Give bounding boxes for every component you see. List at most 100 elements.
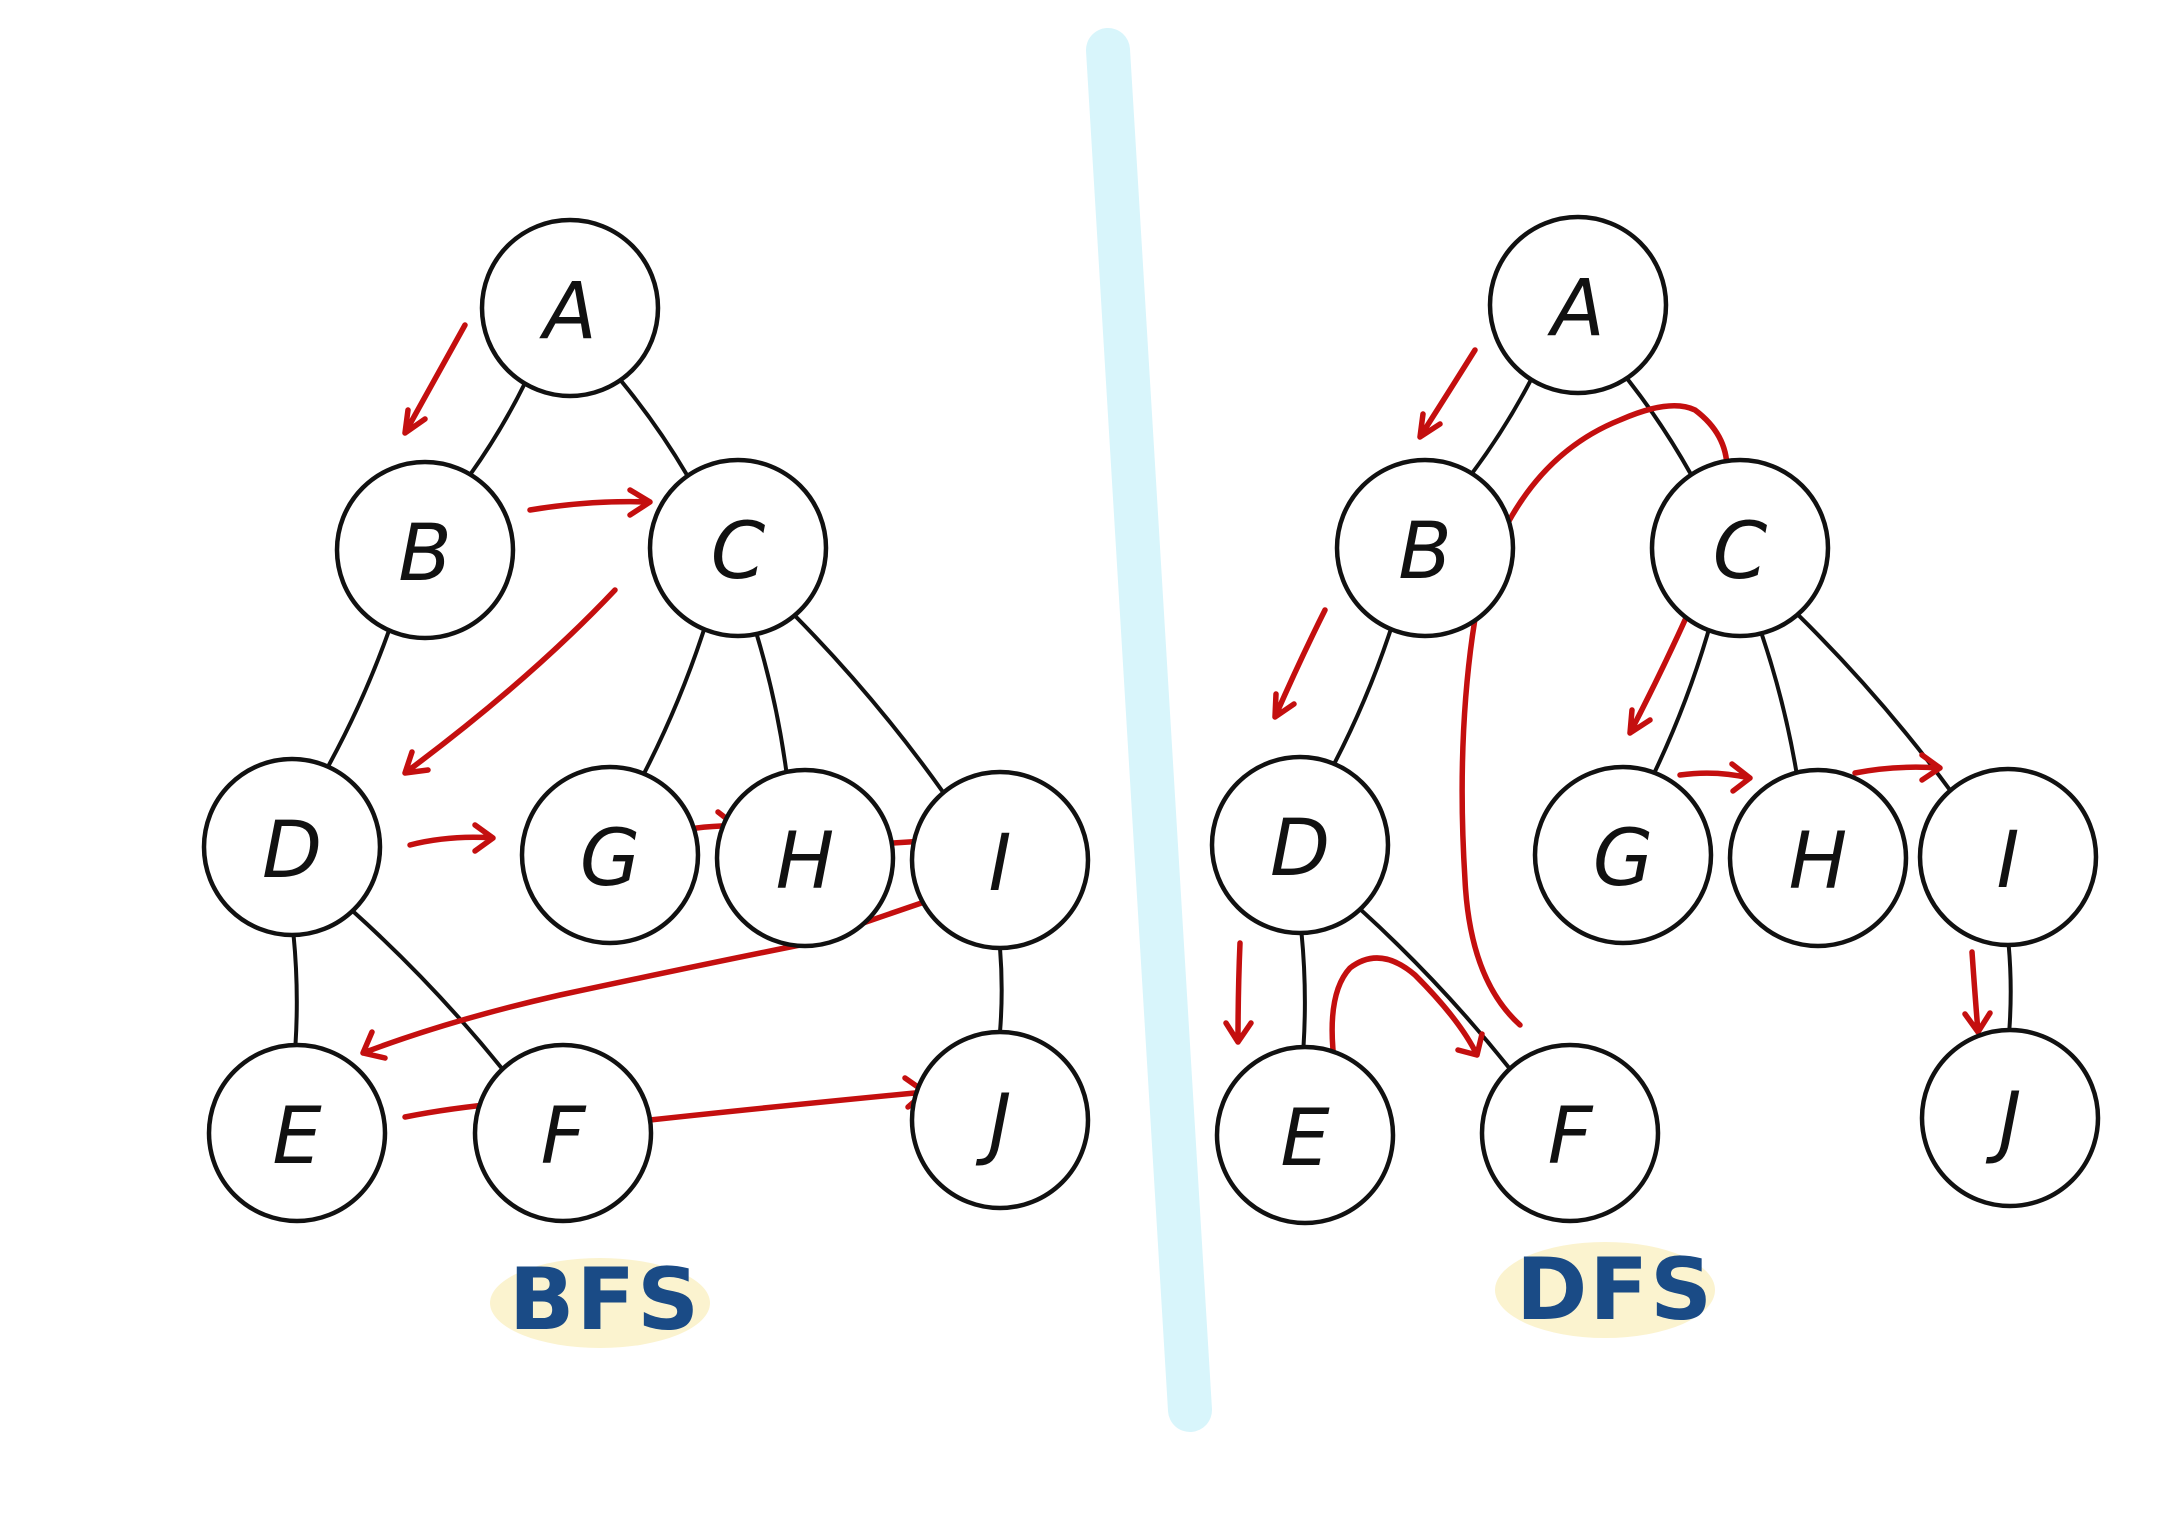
bfs-node-h-circle: [714, 767, 896, 949]
bfs-node-f-circle: [472, 1042, 654, 1224]
dfs-caption: DFS: [1516, 1240, 1714, 1340]
dfs-traversal-arrows: [1223, 347, 1993, 1071]
dfs-nodes: A B C D G H I E F J: [1209, 214, 2101, 1226]
bfs-edge-d-e: [291, 932, 299, 1048]
dfs-arrow-h-i: [1852, 752, 1943, 783]
bfs-node-d-label: D: [262, 806, 322, 896]
bfs-node-h: H: [714, 767, 896, 949]
bfs-edge-c-g: [641, 627, 707, 776]
dfs-node-h-circle: [1727, 767, 1909, 949]
dfs-arrow-c-g: [1627, 617, 1688, 736]
dfs-node-c-circle: [1649, 457, 1831, 639]
bfs-arrow-a-b: [402, 322, 468, 436]
bfs-traversal-arrows: [360, 322, 963, 1123]
bfs-node-c-circle: [647, 457, 829, 639]
bfs-arrow-d-g: [407, 822, 496, 854]
dfs-arrow-a-b: [1417, 347, 1478, 440]
bfs-node-e-circle: [206, 1042, 388, 1224]
dfs-node-a-circle: [1487, 214, 1669, 396]
bfs-node-b-circle: [334, 459, 516, 641]
bfs-node-f-label: F: [541, 1092, 587, 1182]
dfs-node-f: F: [1479, 1042, 1661, 1224]
dfs-node-c-label: C: [1713, 507, 1768, 597]
bfs-node-b: B: [334, 459, 516, 641]
panel-divider: [1086, 28, 1212, 1432]
bfs-node-j-circle: [909, 1029, 1091, 1211]
dfs-node-i-label: I: [1996, 816, 2019, 906]
dfs-node-e: E: [1214, 1044, 1396, 1226]
bfs-edge-b-d: [325, 628, 392, 769]
dfs-panel: A B C D G H I E F J DFS: [1209, 214, 2101, 1340]
bfs-node-j: J: [909, 1029, 1091, 1211]
dfs-edge-b-d: [1332, 627, 1393, 766]
bfs-arrow-i-e: [360, 887, 963, 1061]
dfs-edge-d-e: [1299, 930, 1307, 1050]
dfs-node-f-label: F: [1548, 1092, 1594, 1182]
bfs-edge-d-f: [350, 908, 505, 1072]
dfs-edge-c-h: [1759, 631, 1799, 775]
bfs-node-e: E: [206, 1042, 388, 1224]
bfs-node-i: I: [909, 769, 1091, 951]
dfs-edge-a-b: [1469, 377, 1534, 476]
dfs-edge-a-c: [1624, 376, 1694, 477]
bfs-node-c-label: C: [711, 507, 766, 597]
bfs-node-c: C: [647, 457, 829, 639]
bfs-edge-c-h: [754, 632, 789, 774]
dfs-node-h: H: [1727, 767, 1909, 949]
dfs-node-a: A: [1487, 214, 1669, 396]
dfs-node-j: J: [1919, 1027, 2101, 1209]
bfs-edges: [291, 378, 1004, 1072]
bfs-caption-highlight: [490, 1258, 710, 1348]
dfs-arrow-e-f: [1329, 955, 1485, 1071]
bfs-panel: A B C D G H I E F J BFS: [201, 217, 1091, 1350]
dfs-arrow-g-h: [1677, 761, 1753, 794]
dfs-node-i-circle: [1917, 766, 2099, 948]
bfs-arrow-f-j: [647, 1075, 928, 1123]
dfs-edge-c-i: [1795, 612, 1953, 793]
bfs-edge-a-c: [618, 378, 690, 478]
bfs-node-a: A: [479, 217, 661, 399]
bfs-caption: BFS: [509, 1250, 701, 1350]
bfs-node-i-label: I: [988, 819, 1011, 909]
dfs-caption-highlight: [1495, 1242, 1715, 1338]
dfs-node-g: G: [1532, 764, 1714, 946]
dfs-node-g-circle: [1532, 764, 1714, 946]
dfs-node-f-circle: [1479, 1042, 1661, 1224]
dfs-node-c: C: [1649, 457, 1831, 639]
dfs-edges: [1299, 376, 2013, 1071]
bfs-node-h-label: H: [776, 817, 835, 907]
dfs-node-d: D: [1209, 754, 1391, 936]
dfs-node-g-label: G: [1593, 814, 1653, 904]
bfs-edge-a-b: [468, 381, 527, 477]
bfs-nodes: A B C D G H I E F J: [201, 217, 1091, 1224]
dfs-arrow-i-j: [1962, 949, 1993, 1035]
dfs-node-b-label: B: [1398, 507, 1452, 597]
bfs-node-g: G: [519, 764, 701, 946]
bfs-node-g-label: G: [580, 814, 640, 904]
dfs-node-b: B: [1334, 457, 1516, 639]
bfs-edge-i-j: [998, 946, 1004, 1034]
bfs-node-d: D: [201, 756, 383, 938]
bfs-edge-c-i: [792, 613, 946, 795]
bfs-arrow-c-d: [402, 587, 618, 776]
bfs-node-g-circle: [519, 764, 701, 946]
bfs-node-f: F: [472, 1042, 654, 1224]
bfs-node-d-circle: [201, 756, 383, 938]
dfs-node-e-circle: [1214, 1044, 1396, 1226]
dfs-node-a-label: A: [1546, 264, 1604, 354]
bfs-node-e-label: E: [272, 1092, 322, 1182]
dfs-edge-c-g: [1652, 628, 1711, 775]
dfs-edge-i-j: [2006, 942, 2013, 1032]
dfs-node-d-circle: [1209, 754, 1391, 936]
bfs-node-a-circle: [479, 217, 661, 399]
dfs-node-e-label: E: [1280, 1094, 1330, 1184]
dfs-arrow-b-d: [1272, 607, 1328, 720]
bfs-node-b-label: B: [398, 509, 452, 599]
dfs-node-h-label: H: [1789, 817, 1848, 907]
bfs-node-a-label: A: [538, 267, 596, 357]
dfs-node-b-circle: [1334, 457, 1516, 639]
dfs-node-d-label: D: [1270, 804, 1330, 894]
dfs-edge-d-f: [1358, 907, 1512, 1071]
dfs-arrow-d-e: [1223, 940, 1254, 1045]
